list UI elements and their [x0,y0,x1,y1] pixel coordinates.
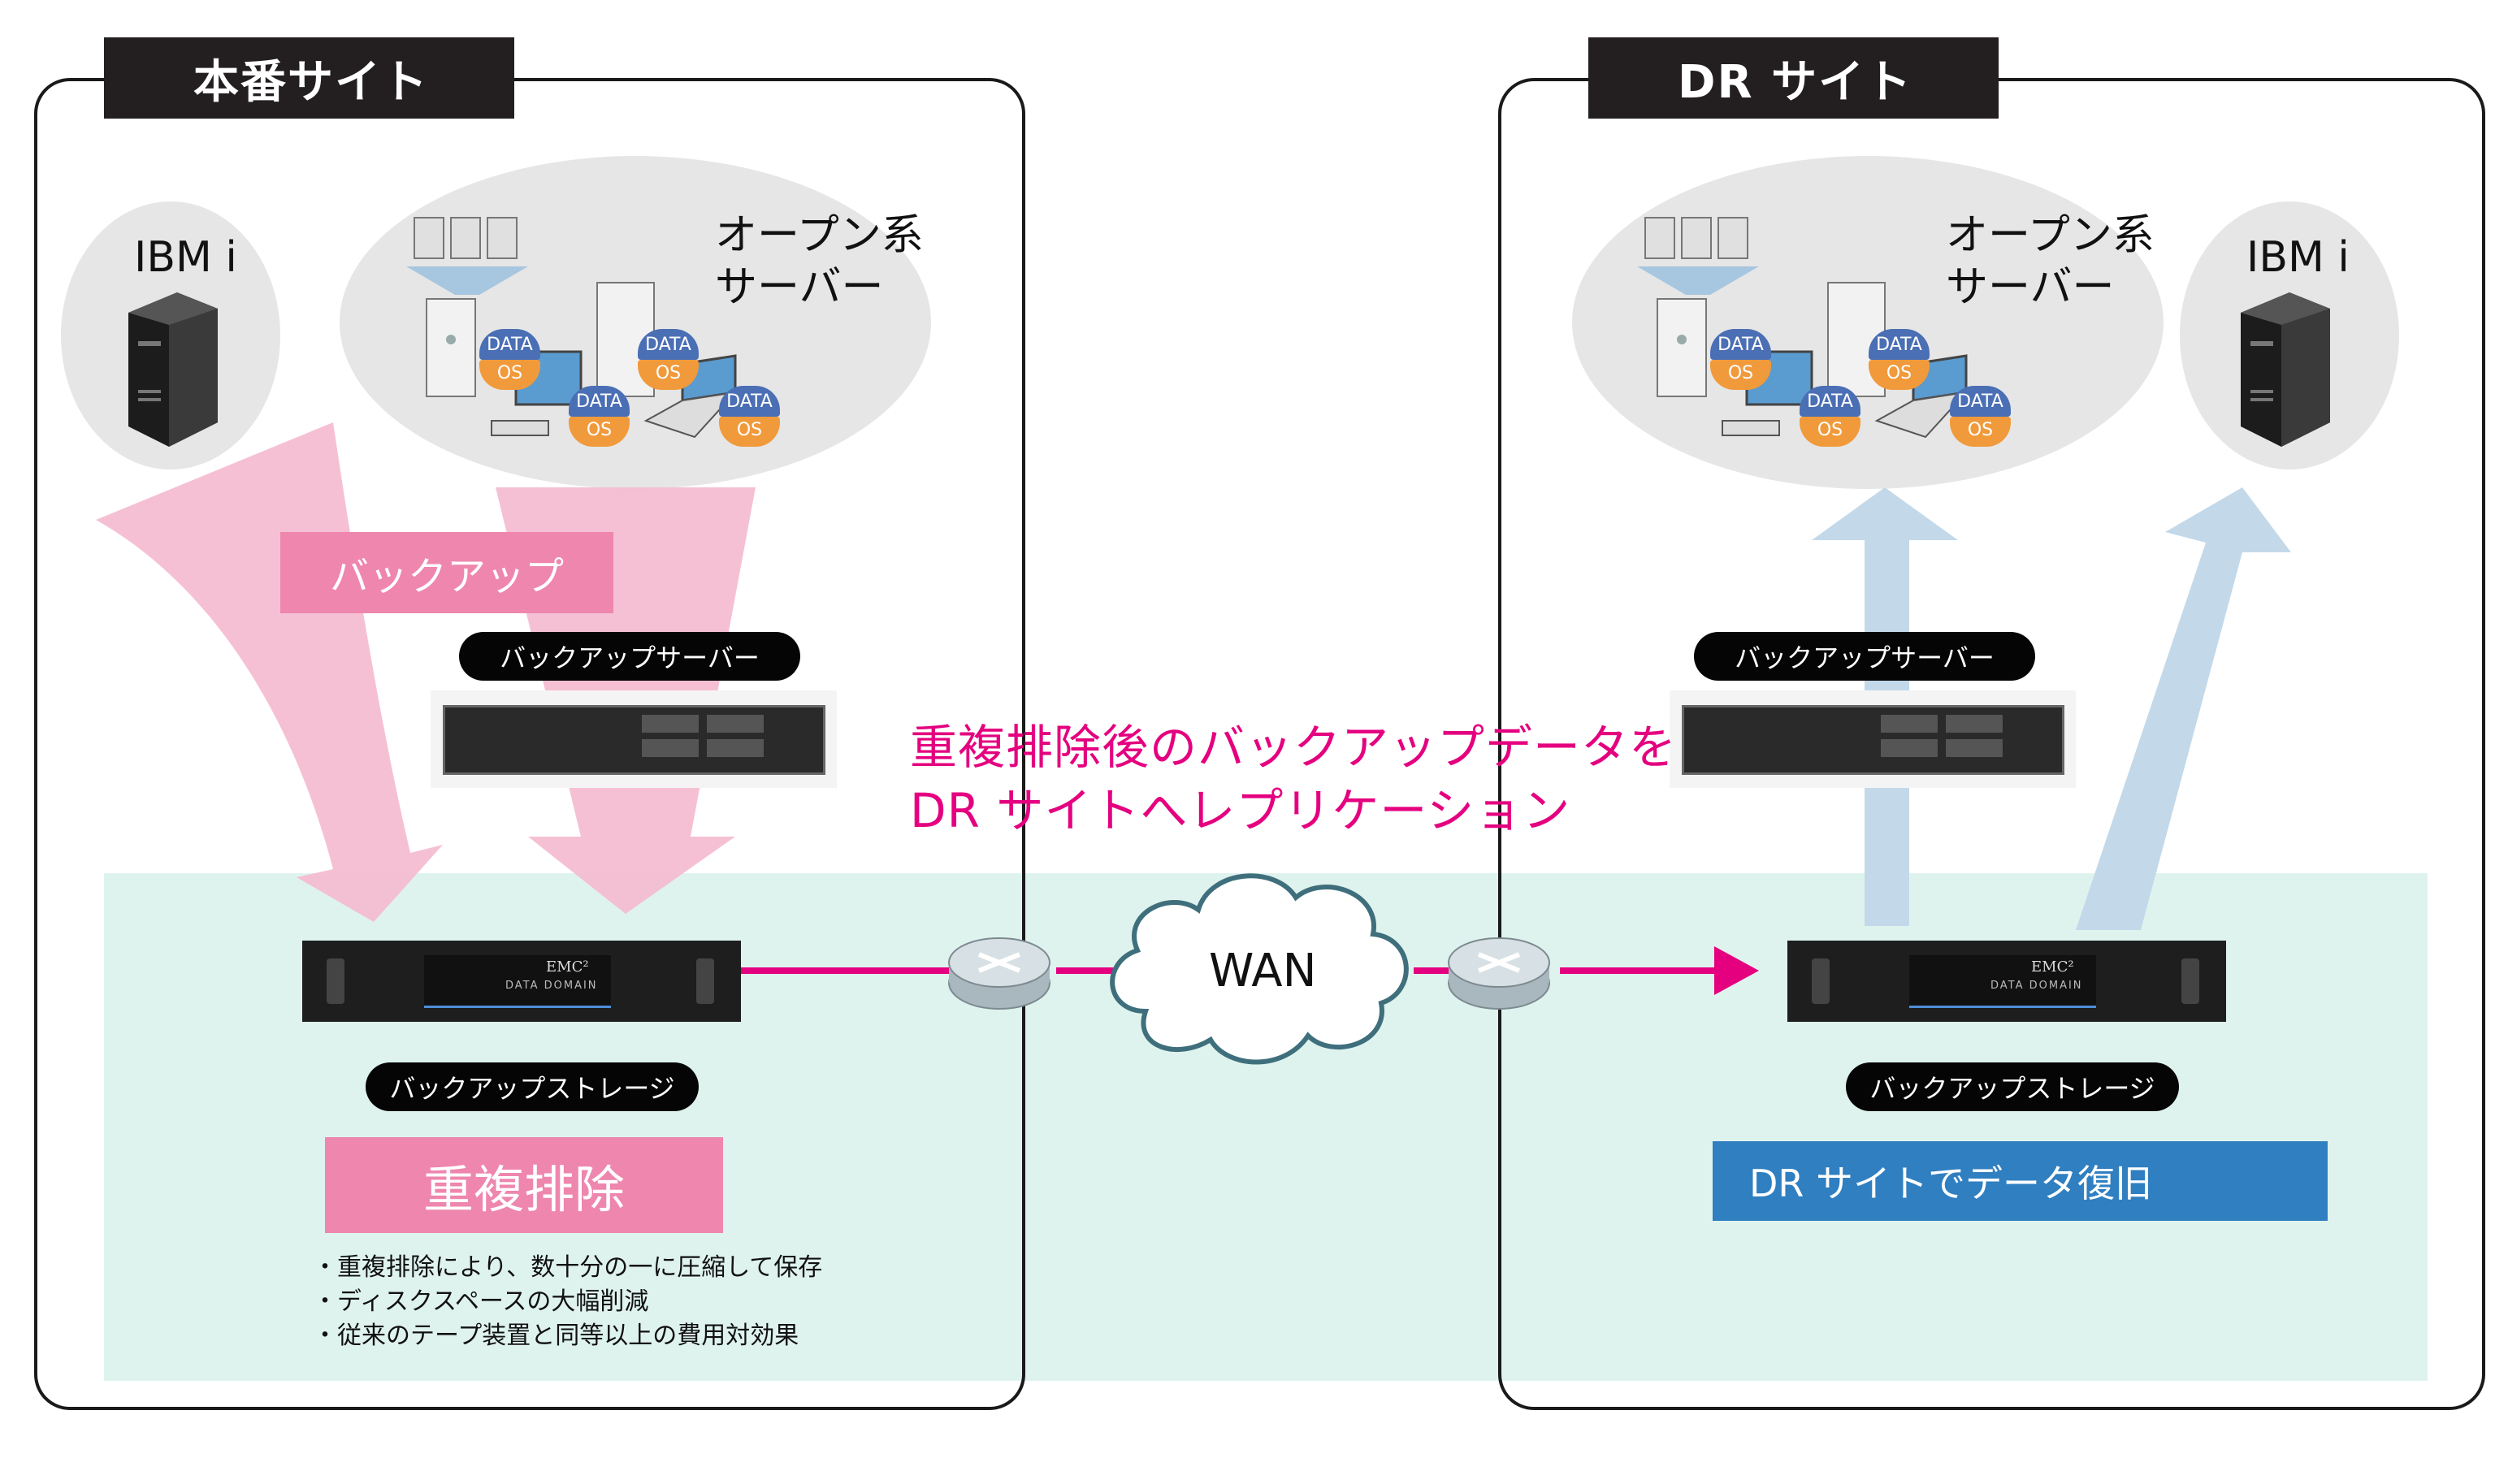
replication-headline-1: 重複排除後のバックアップデータを [910,720,1678,775]
disk-os-label: OS [1950,417,2011,447]
primary-storage-appliance: EMC² DATA DOMAIN [302,941,741,1022]
dr-site-title: DR サイト [1588,37,1999,119]
primary-site-title: 本番サイト [104,37,514,119]
disk-data-label: DATA [569,386,630,417]
disk-data-label: DATA [1710,329,1771,360]
dr-open-servers-label-1: オープン系 [1946,211,2155,260]
primary-router-icon [948,937,1050,1010]
disk-data-label: DATA [1800,386,1860,417]
dr-server-cluster-icon [1637,217,1969,439]
disk-data-label: DATA [479,329,540,360]
dr-ibm-server-icon [2241,292,2330,447]
disk-data-label: DATA [719,386,780,417]
primary-ibm-server-icon [128,292,218,447]
dedupe-label-box: 重複排除 [325,1137,723,1233]
wan-cloud-icon [1110,873,1409,1065]
disk-os-label: OS [638,360,699,390]
primary-open-servers-label-1: オープン系 [715,211,924,260]
primary-backup-server-icon [431,690,837,788]
backup-label-box: バックアップ [280,532,613,613]
primary-disk-4: DATA OS [719,386,780,447]
dr-recovery-label-box: DR サイトでデータ復旧 [1713,1141,2328,1221]
wan-label: WAN [1209,945,1317,997]
dr-ibm-label: IBM i [2246,233,2350,282]
benefit-item: ディスクスペースの大幅削減 [313,1285,822,1319]
dr-storage-appliance: EMC² DATA DOMAIN [1787,941,2226,1022]
dr-router-icon [1448,937,1550,1010]
disk-os-label: OS [1710,360,1771,390]
dedupe-benefits-list: 重複排除により、数十分の一に圧縮して保存 ディスクスペースの大幅削減 従来のテー… [313,1251,822,1353]
primary-backup-server-label: バックアップサーバー [459,632,800,681]
disk-data-label: DATA [638,329,699,360]
dr-disk-1: DATA OS [1710,329,1771,390]
primary-ibm-label: IBM i [134,233,237,282]
primary-storage-label: バックアップストレージ [366,1062,699,1111]
primary-disk-1: DATA OS [479,329,540,390]
benefit-item: 重複排除により、数十分の一に圧縮して保存 [313,1251,822,1285]
appliance-brand: EMC² [546,958,589,976]
dr-backup-server-label: バックアップサーバー [1694,632,2035,681]
disk-os-label: OS [719,417,780,447]
appliance-model: DATA DOMAIN [1990,980,2083,992]
dr-open-servers-label-2: サーバー [1946,263,2115,312]
primary-disk-2: DATA OS [638,329,699,390]
restore-arrow-ibm [2076,487,2291,930]
backup-arrow-ibm [96,422,443,922]
primary-open-servers-label-2: サーバー [715,263,884,312]
dr-disk-3: DATA OS [1800,386,1860,447]
replication-headline-2: DR サイトへレプリケーション [910,783,1571,838]
primary-site-frame [34,78,1025,1410]
disk-data-label: DATA [1950,386,2011,417]
benefit-item: 従来のテープ装置と同等以上の費用対効果 [313,1319,822,1353]
dr-disk-2: DATA OS [1869,329,1930,390]
primary-disk-3: DATA OS [569,386,630,447]
appliance-model: DATA DOMAIN [505,980,598,992]
disk-data-label: DATA [1869,329,1930,360]
disk-os-label: OS [479,360,540,390]
disk-os-label: OS [1869,360,1930,390]
disk-os-label: OS [1800,417,1860,447]
dr-backup-server-icon [1670,690,2076,788]
replication-arrowhead [1714,946,1759,995]
dr-disk-4: DATA OS [1950,386,2011,447]
disk-os-label: OS [569,417,630,447]
dr-storage-label: バックアップストレージ [1846,1062,2179,1111]
appliance-brand: EMC² [2031,958,2074,976]
